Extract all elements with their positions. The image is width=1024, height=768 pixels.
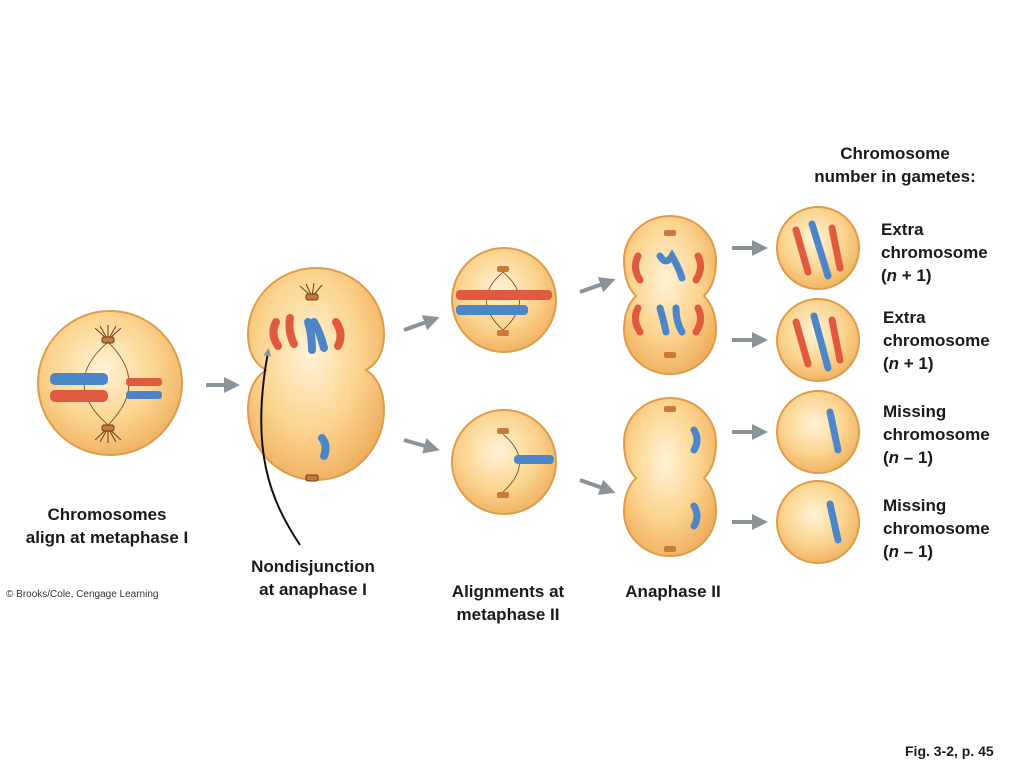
cell-anaphase-2-top [622, 214, 718, 375]
gamete-3 [776, 390, 860, 474]
label-metaphase-1: Chromosomes align at metaphase I [25, 505, 189, 547]
cell-anaphase-2-bottom [622, 396, 718, 557]
gamete-4 [776, 480, 860, 564]
chromosome-blue [50, 373, 108, 385]
gamete-1 [776, 206, 860, 290]
label-nondisjunction: Nondisjunction at anaphase I [251, 557, 375, 599]
centrosome-bottom [305, 474, 319, 482]
cell-metaphase-2-top [451, 247, 557, 353]
header-line-1: Chromosome [840, 144, 950, 163]
centrosome-top [299, 282, 323, 301]
chromosome-red-small [126, 378, 162, 386]
cell-metaphase-1 [37, 310, 183, 456]
arrow-icon [579, 478, 616, 495]
arrow-icon [403, 315, 440, 332]
label-metaphase-2: Alignments at metaphase II [451, 582, 565, 624]
cell-metaphase-2-bottom [451, 409, 557, 515]
centrosome-top [94, 325, 122, 344]
centrosome-bottom [94, 424, 122, 443]
header-line-2: number in gametes: [814, 167, 976, 186]
copyright-credit: © Brooks/Cole, Cengage Learning [6, 589, 159, 600]
cell-anaphase-1 [246, 266, 386, 546]
gamete-label-2: Extra chromosome (n + 1) [883, 308, 990, 373]
gamete-2 [776, 298, 860, 382]
gamete-label-1: Extra chromosome (n + 1) [881, 220, 988, 285]
chromosome-red [50, 390, 108, 402]
arrow-icon [579, 277, 616, 294]
gamete-label-3: Missing chromosome (n – 1) [883, 402, 990, 467]
gametes-header: Chromosome number in gametes: [790, 142, 1000, 188]
figure-reference: Fig. 3-2, p. 45 [905, 743, 994, 759]
chromosome-blue-small [126, 391, 162, 399]
arrow-icon [403, 438, 440, 454]
label-anaphase-2: Anaphase II [625, 582, 721, 601]
pointer-arrow [260, 348, 301, 546]
gamete-label-4: Missing chromosome (n – 1) [883, 496, 990, 561]
